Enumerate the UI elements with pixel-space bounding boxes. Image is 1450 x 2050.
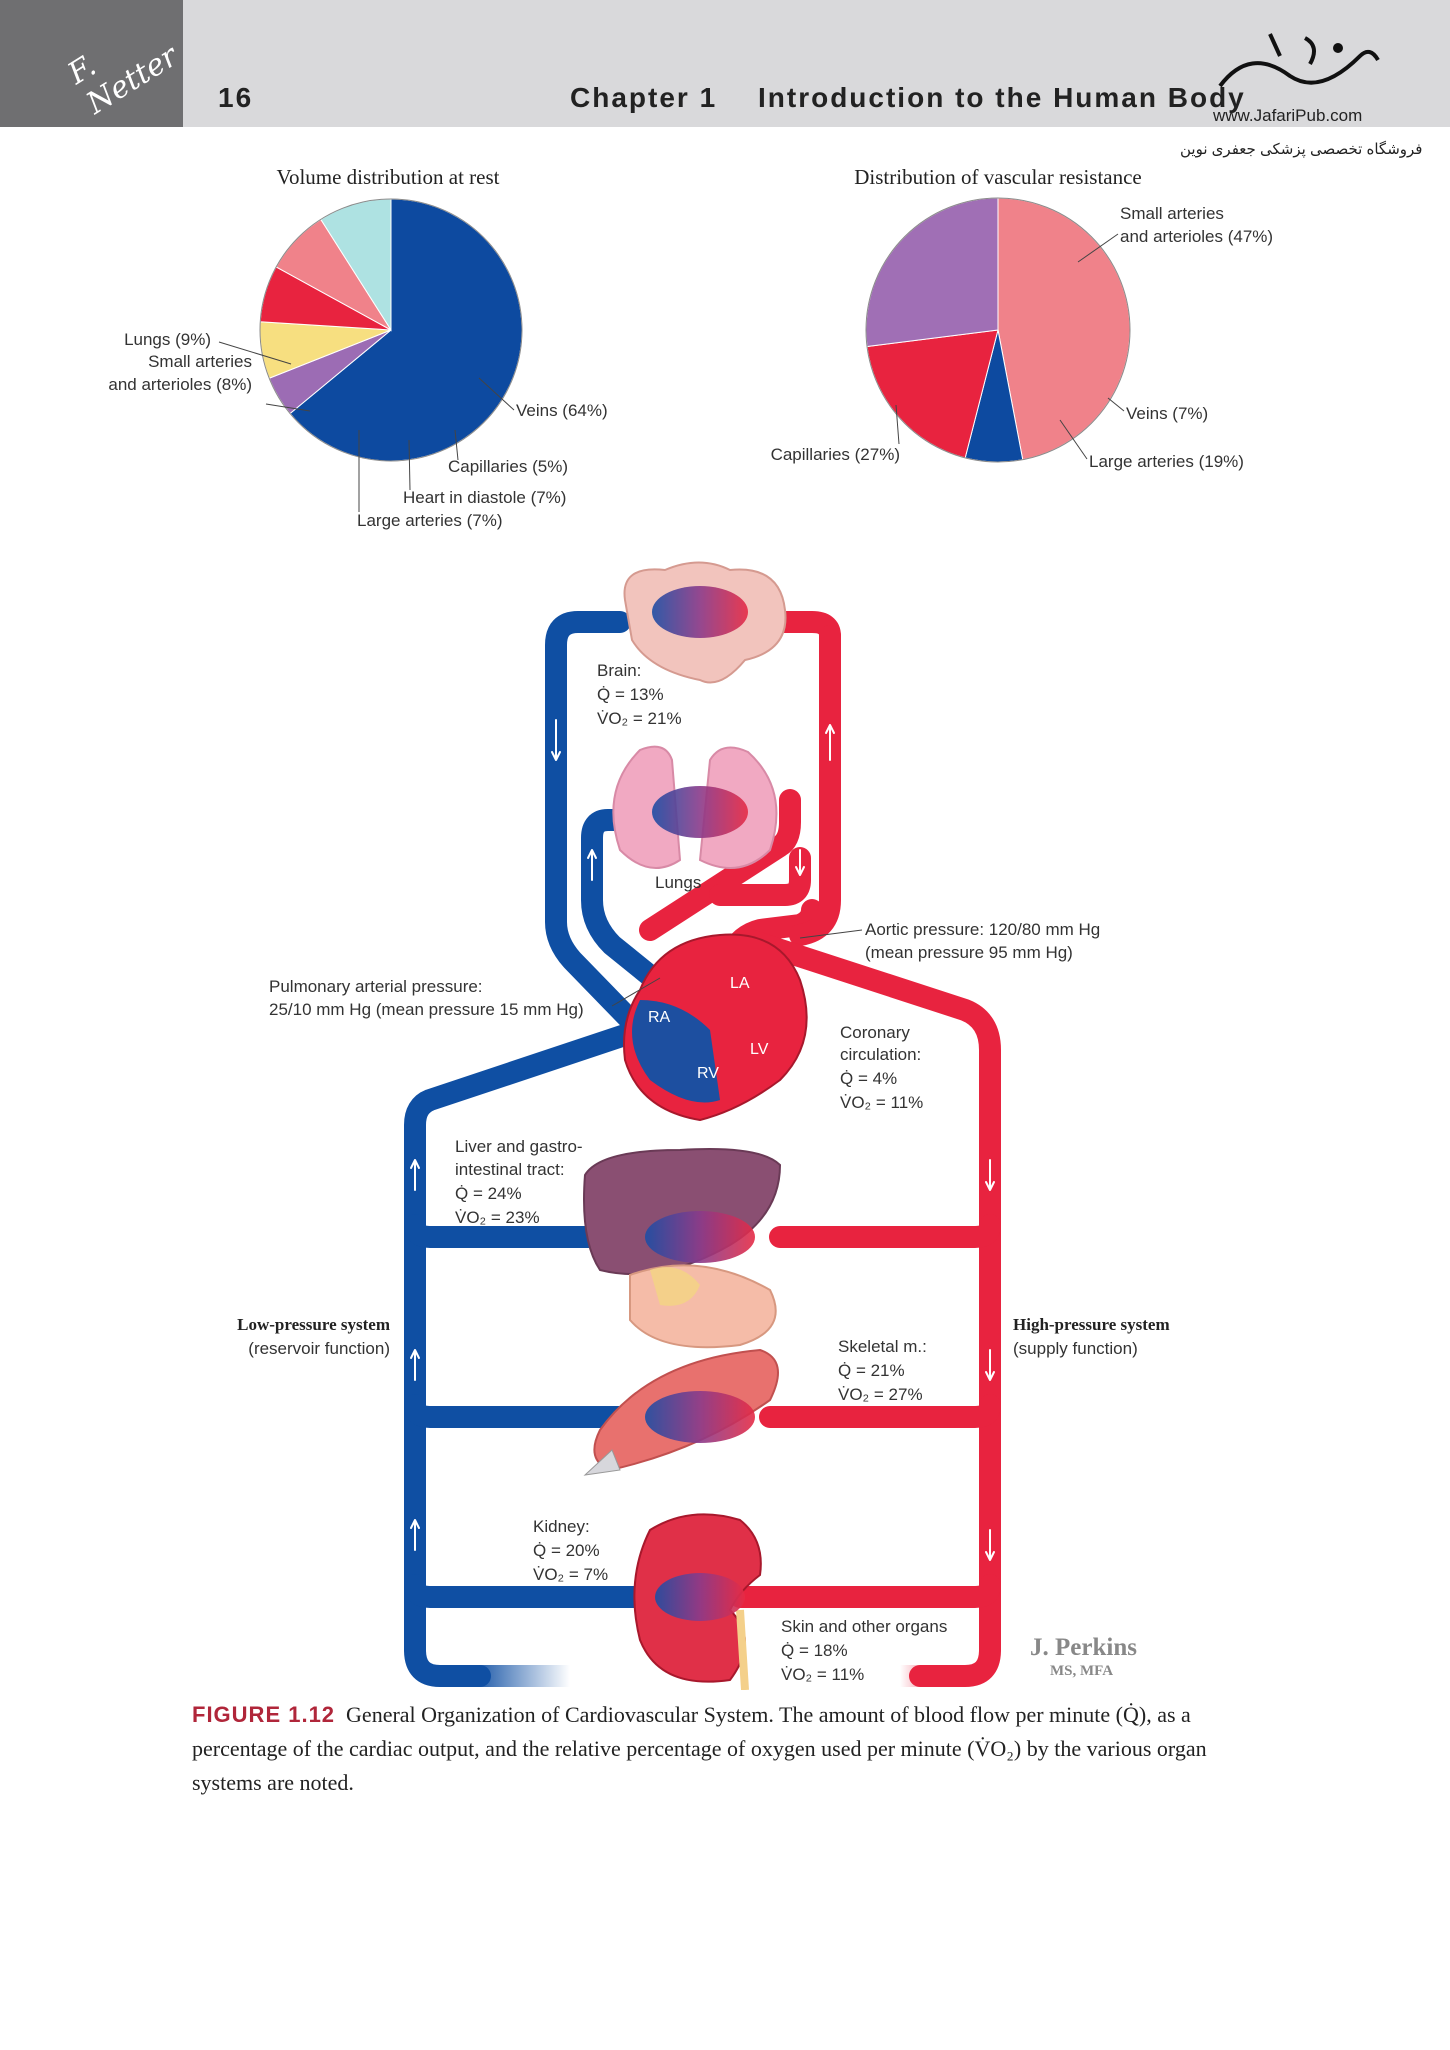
high-pressure-title: High-pressure system: [1013, 1315, 1170, 1334]
left-lung-illustration: [612, 745, 682, 869]
pie-volume-title: Volume distribution at rest: [276, 165, 499, 189]
pie-slice-label: Large arteries (19%): [1089, 452, 1244, 471]
pie-leader-line: [895, 404, 900, 445]
skin-label: Skin and other organs: [781, 1617, 947, 1636]
artist-signature: J. Perkins: [1030, 1634, 1137, 1661]
diagram-labels: Brain: Q̇ = 13% V̇O₂ = 21% Lungs Aortic …: [237, 661, 1169, 1684]
high-pressure-subtitle: (supply function): [1013, 1339, 1138, 1358]
kidney-q: Q̇ = 20%: [533, 1541, 600, 1560]
pie-outline: [259, 198, 523, 462]
organ-illustrations: [583, 561, 808, 1690]
brain-vo2: V̇O₂ = 21%: [597, 709, 682, 728]
netter-logo: F. Netter: [0, 0, 184, 127]
pie-leader-line: [1107, 397, 1125, 412]
lungs-label: Lungs: [655, 873, 701, 892]
watermark-url[interactable]: www.JafariPub.com: [1213, 106, 1363, 125]
watermark-logo: [1218, 33, 1380, 88]
liver-label-2: intestinal tract:: [455, 1160, 565, 1179]
heart-rv-label: RV: [697, 1065, 719, 1082]
pie-leader-line: [1059, 419, 1088, 460]
pie-leader-line: [478, 377, 515, 411]
pulmonary-pressure-line1: Pulmonary arterial pressure:: [269, 977, 483, 996]
capillary-beds: [645, 586, 755, 1621]
low-pressure-subtitle: (reservoir function): [248, 1339, 390, 1358]
aortic-pressure-line1: Aortic pressure: 120/80 mm Hg: [865, 920, 1100, 939]
cardiovascular-figure: Volume distribution at rest Veins (64%) C…: [108, 165, 1274, 1690]
chapter-label: Chapter 1: [570, 82, 718, 113]
pie-leader-line: [1077, 233, 1119, 263]
skin-q: Q̇ = 18%: [781, 1641, 848, 1660]
pie-leader-line: [408, 439, 411, 491]
low-pressure-title: Low-pressure system: [237, 1315, 390, 1334]
artist-credentials: MS, MFA: [1050, 1663, 1113, 1679]
coronary-q: Q̇ = 4%: [840, 1069, 897, 1088]
pie-slice-label: Heart in diastole (7%): [403, 488, 566, 507]
liver-vo2: V̇O₂ = 23%: [455, 1208, 540, 1227]
page-number: 16: [218, 82, 254, 113]
coronary-vo2: V̇O₂ = 11%: [840, 1093, 923, 1112]
chapter-title: Introduction to the Human Body: [758, 82, 1246, 113]
brain-q: Q̇ = 13%: [597, 685, 664, 704]
pie-leader-line: [218, 341, 292, 365]
heart-ra-label: RA: [648, 1009, 671, 1026]
circulation-pipes: [404, 611, 1001, 1687]
pulmonary-pressure-line2: 25/10 mm Hg (mean pressure 15 mm Hg): [269, 1000, 584, 1019]
pie-leader-line: [265, 403, 311, 412]
skin-vo2: V̇O₂ = 11%: [781, 1665, 864, 1684]
pie-outline: [865, 197, 1131, 463]
pie-slice-label: Capillaries (5%): [448, 457, 568, 476]
pie-slice-label: Veins (7%): [1126, 404, 1208, 423]
skeletal-vo2: V̇O₂ = 27%: [838, 1385, 923, 1404]
coronary-label-1: Coronary: [840, 1023, 910, 1042]
pie-slice: [865, 197, 999, 348]
pie-volume-distribution: Volume distribution at rest Veins (64%) C…: [108, 165, 607, 530]
pie-leader-line: [454, 429, 459, 461]
coronary-label-2: circulation:: [840, 1045, 921, 1064]
skeletal-q: Q̇ = 21%: [838, 1361, 905, 1380]
figure-label: FIGURE 1.12: [192, 1702, 336, 1727]
aortic-pressure-line2: (mean pressure 95 mm Hg): [865, 943, 1073, 962]
kidney-label: Kidney:: [533, 1517, 590, 1536]
watermark-store-name: فروشگاه تخصصی پزشکی جعفری نوین: [1180, 141, 1423, 158]
pie-vascular-resistance: Distribution of vascular resistance Smal…: [771, 165, 1274, 471]
brain-label: Brain:: [597, 661, 641, 680]
pie-resistance-title: Distribution of vascular resistance: [854, 165, 1142, 189]
heart-lv-label: LV: [750, 1041, 769, 1058]
pie-slice-label: Veins (64%): [516, 401, 608, 420]
liver-label-1: Liver and gastro-: [455, 1137, 583, 1156]
kidney-vo2: V̇O₂ = 7%: [533, 1565, 608, 1584]
figure-caption: FIGURE 1.12 General Organization of Card…: [192, 1698, 1212, 1800]
pie-slice-label: Capillaries (27%): [771, 445, 900, 464]
pie-slice: [997, 197, 1131, 461]
page-header: F. Netter 16 Chapter 1 Introduction to t…: [0, 0, 1450, 127]
pie-slice-label: Large arteries (7%): [357, 511, 503, 530]
figure-caption-text: General Organization of Cardiovascular S…: [192, 1702, 1207, 1795]
heart-la-label: LA: [730, 975, 750, 992]
liver-q: Q̇ = 24%: [455, 1184, 522, 1203]
pie-slice-label: Lungs (9%): [124, 330, 211, 349]
skeletal-label: Skeletal m.:: [838, 1337, 927, 1356]
